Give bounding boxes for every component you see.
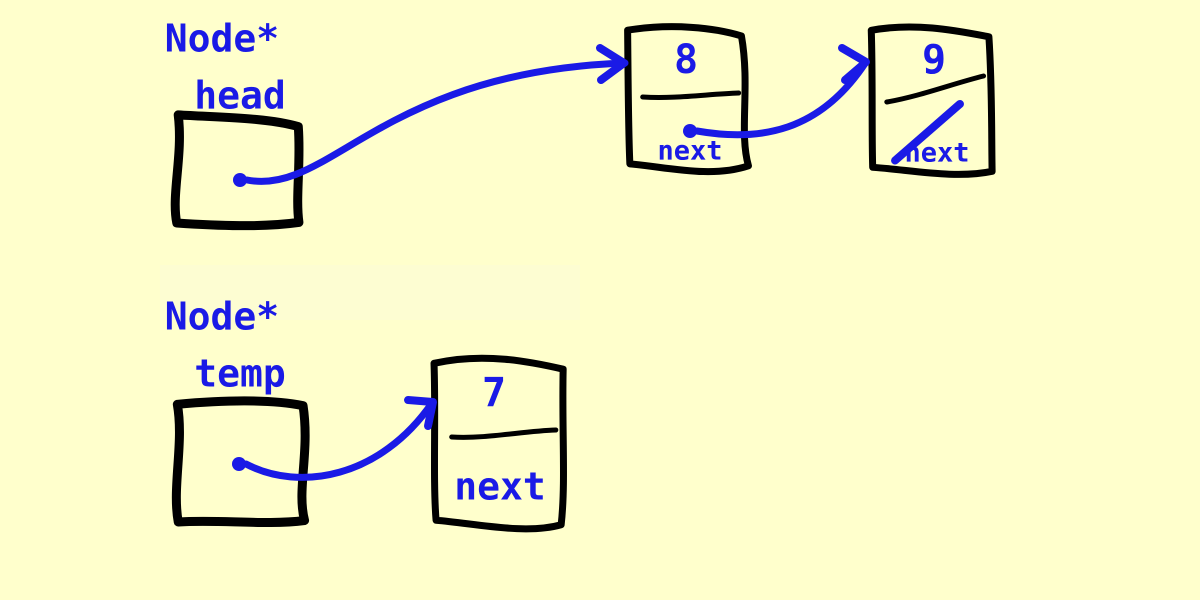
list-node-9[interactable]: 9 next: [867, 23, 996, 178]
node-8-to-node-9-curve: [693, 58, 870, 139]
temp-type-label: Node*: [165, 295, 279, 339]
pointer-variable-head[interactable]: Node* head: [165, 17, 304, 231]
node-8-next-label: next: [657, 136, 722, 167]
pointer-arrow-temp-to-node-7: [242, 396, 437, 481]
head-pointer-box: [170, 110, 304, 231]
temp-pointer-box: [171, 396, 310, 528]
node-8-box: [624, 23, 752, 176]
head-to-node-8-curve: [243, 59, 629, 185]
temp-to-node-7-arrowhead-icon: [404, 396, 437, 430]
pointer-variable-temp[interactable]: Node* temp: [165, 295, 310, 528]
head-pointer-dot: [233, 173, 247, 187]
head-type-label: Node*: [165, 17, 279, 61]
temp-pointer-dot: [232, 457, 246, 471]
node-9-null-slash-icon: [891, 99, 964, 165]
node-7-divider: [449, 427, 559, 440]
node-7-next-label: next: [454, 465, 546, 509]
node-9-value: 9: [922, 37, 946, 83]
node-7-box: [430, 354, 567, 533]
node-7-value: 7: [482, 370, 506, 416]
node-8-next-dot: [683, 124, 697, 138]
node-9-next-label: next: [904, 138, 969, 169]
node-8-value: 8: [674, 37, 698, 83]
head-to-node-8-arrowhead-icon: [596, 44, 628, 84]
background-tint-patch: [160, 265, 580, 320]
temp-name-label: temp: [194, 352, 286, 396]
temp-to-node-7-curve: [242, 399, 436, 481]
pointer-arrow-head-to-node-8: [243, 44, 629, 185]
head-name-label: head: [194, 74, 286, 118]
node-9-divider: [884, 73, 987, 105]
node-8-to-node-9-arrowhead-icon: [838, 44, 870, 84]
list-node-7[interactable]: 7 next: [430, 354, 567, 533]
node-9-box: [867, 23, 996, 178]
node-8-divider: [640, 90, 742, 100]
list-node-8[interactable]: 8 next: [624, 23, 752, 176]
pointer-arrow-node-8-to-node-9: [693, 44, 870, 139]
